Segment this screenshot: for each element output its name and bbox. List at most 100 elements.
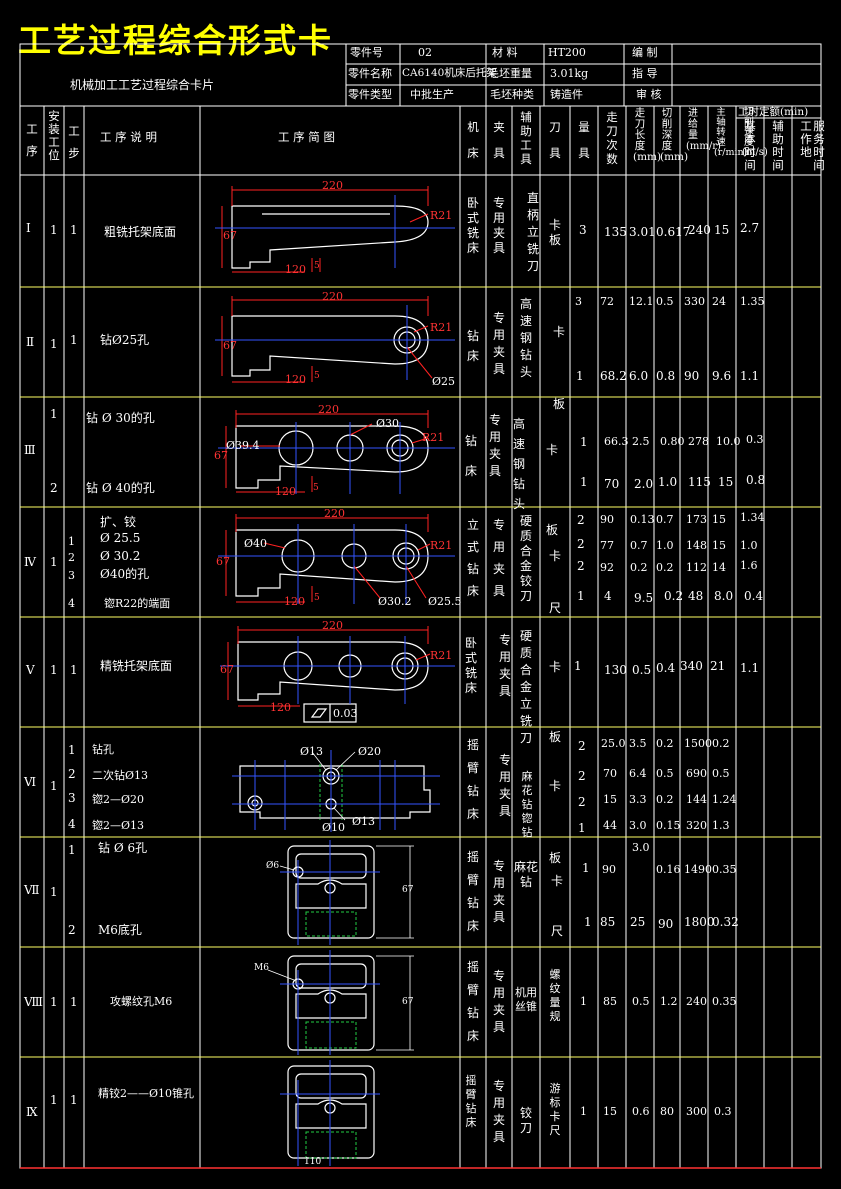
row3-dim-w: 220 (318, 403, 339, 416)
col-passes: 走刀次数 (606, 110, 618, 166)
part-name-label: 零件名称 (348, 67, 392, 80)
row8-vel: 0.35 (712, 995, 737, 1008)
col-aux-time: 辅助时间 (772, 119, 784, 172)
row6-length2: 70 (603, 767, 617, 780)
row6-step4: 4 (68, 817, 76, 831)
row1-dim-h: 67 (223, 229, 237, 242)
row3-passes: 1 (580, 435, 588, 449)
row4-depth2: 0.7 (630, 539, 648, 552)
row7-tool: 麻花钻 (513, 860, 538, 889)
row4-time3: 1.6 (740, 559, 758, 572)
row5-vel: 21 (710, 659, 726, 673)
row4-length1: 90 (600, 513, 614, 526)
col-desc: 工 序 说 明 (100, 130, 157, 144)
row4-dim-d2: Ø30.2 (378, 595, 412, 608)
row8-gauge: 螺纹量规 (549, 968, 561, 1023)
row4-desc4: Ø40的孔 (100, 567, 150, 581)
row2-feed: 0.5 (656, 295, 674, 308)
col-step: 工步 (68, 124, 80, 160)
row4-dim-r: R21 (430, 539, 453, 552)
col-spindle: 主轴转速(r/min) (714, 107, 748, 158)
row4-passes2: 2 (577, 537, 585, 551)
row4-dim-d1: Ø40 (244, 537, 268, 550)
row4-speed3: 112 (686, 561, 707, 574)
row4-dim-h: 67 (216, 555, 230, 568)
row5-step: 1 (70, 663, 78, 677)
row8-fixture: 专用夹具 (492, 969, 505, 1034)
row1-dim-e: 5 (314, 261, 320, 271)
row1-dim-w: 220 (322, 179, 343, 192)
row3-speed2: 115 (688, 475, 711, 489)
row2-time: 1.35 (740, 295, 765, 308)
row8-machine: 摇臂钻床 (466, 960, 479, 1043)
row4-dim-d3: Ø25.5 (428, 595, 462, 608)
row7-dim-h: 67 (402, 885, 414, 895)
row4-dim-b: 120 (284, 595, 305, 608)
row2-inst: 1 (50, 337, 58, 351)
row4-depth4: 9.5 (634, 591, 654, 605)
row4-speed2: 148 (686, 539, 707, 552)
row2-proc: Ⅱ (26, 335, 35, 349)
row6-feed3: 0.2 (656, 793, 674, 806)
row2-speed2: 90 (684, 369, 700, 383)
row7-speed2: 1800 (684, 915, 715, 929)
compile-label: 编 制 (632, 46, 658, 59)
row6-depth1: 3.5 (629, 737, 647, 750)
row6-speed4: 320 (686, 819, 707, 832)
row5-dim-w: 220 (322, 619, 343, 632)
row3-feed: 0.80 (660, 435, 685, 448)
row4-speed4: 48 (688, 589, 704, 603)
row4-inst: 1 (50, 555, 58, 569)
row6-dim-d1: Ø13 (300, 745, 324, 758)
row4-step4: 4 (68, 597, 75, 610)
row1-dim-r: R21 (430, 209, 453, 222)
row4-depth1: 0.13 (630, 513, 655, 526)
guide-label: 指 导 (632, 67, 658, 80)
row5-dim-h: 67 (220, 663, 234, 676)
row8-passes: 1 (580, 995, 587, 1008)
row3-depth2: 2.0 (634, 477, 654, 491)
row6-tool: 麻花钻锪钻 (521, 770, 533, 839)
row1-gauge: 卡板 (548, 218, 561, 247)
row6-desc3: 锪2—Ø20 (92, 793, 145, 806)
col-basic-time: 基本时间 (744, 119, 756, 172)
page-title: 工艺过程综合形式卡 (18, 21, 333, 60)
row6-desc2: 二次钻Ø13 (92, 769, 149, 782)
row7-desc2: M6底孔 (98, 923, 142, 937)
row7-speed: 1490 (684, 863, 712, 876)
row3-dim-r: R21 (422, 431, 445, 444)
row7-dim-d: Ø6 (266, 861, 280, 871)
row7-length2: 85 (600, 915, 616, 929)
material-value: HT200 (548, 46, 586, 59)
row1-feed: 0.617 (656, 225, 691, 239)
sketch-2 (231, 315, 429, 377)
row3-desc2: 钻 Ø 40的孔 (86, 481, 155, 495)
row3-inst2: 2 (50, 481, 58, 495)
row1-fixture: 专用夹具 (492, 196, 505, 255)
row1-tool: 直柄立铣刀 (526, 191, 539, 273)
row6-machine: 摇臂钻床 (466, 738, 479, 821)
row7-machine: 摇臂钻床 (466, 850, 479, 933)
col-sketch: 工 序 简 图 (278, 130, 335, 144)
row5-feed: 0.4 (656, 661, 676, 675)
row8-proc: Ⅷ (24, 995, 43, 1009)
row3-proc: Ⅲ (24, 443, 36, 457)
row4-vel1: 15 (712, 513, 726, 526)
row4-proc: Ⅳ (24, 555, 36, 569)
row5-passes: 1 (574, 659, 582, 673)
row6-dim-d2: Ø20 (358, 745, 382, 758)
row9-inst: 1 (50, 1093, 58, 1107)
row5-tool: 硬质合金立铣刀 (519, 629, 532, 745)
row2-tool: 高速钢钻头 (519, 297, 532, 379)
row8-speed: 240 (686, 995, 707, 1008)
sketch-6 (239, 765, 431, 819)
row2-vel2: 9.6 (712, 369, 732, 383)
blank-type-label: 毛坯种类 (490, 88, 534, 101)
row4-feed3: 0.2 (656, 561, 674, 574)
row1-length: 135 (604, 225, 627, 239)
row4-dim-w: 220 (324, 507, 345, 520)
row2-dim-h: 67 (223, 339, 237, 352)
row6-length3: 15 (603, 793, 617, 806)
row6-fixture: 专用夹具 (498, 753, 511, 818)
